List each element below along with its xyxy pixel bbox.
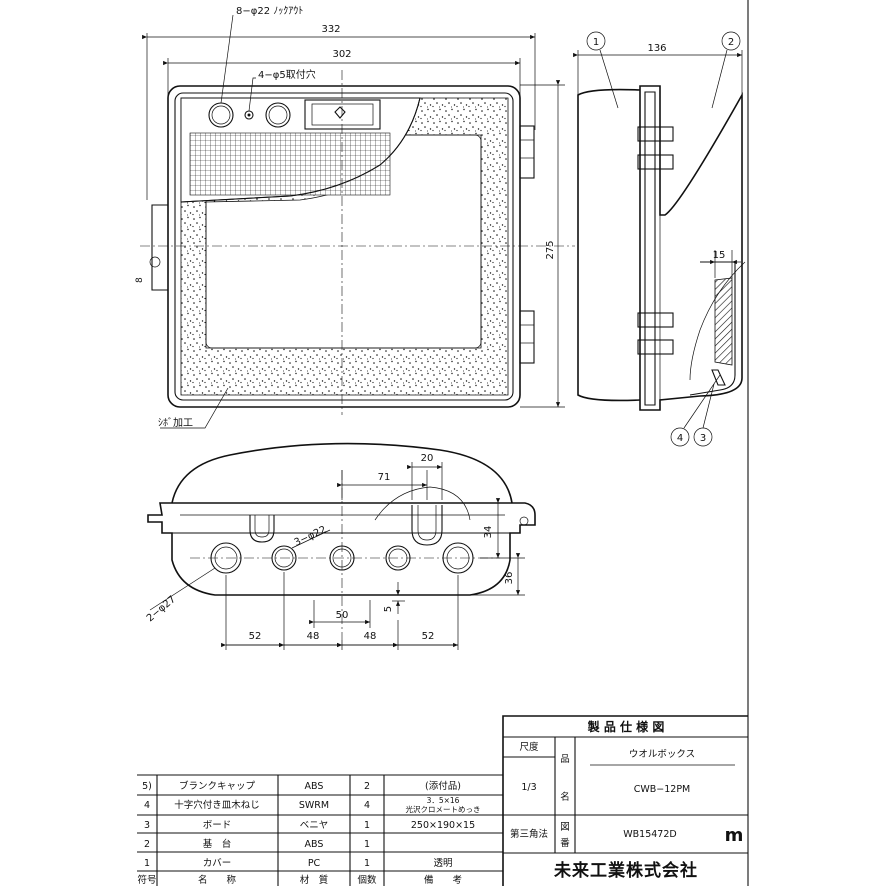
company-name: 未来工業株式会社 [553, 860, 698, 881]
row1-name: カバー [203, 858, 232, 869]
parts-table: 符号 名 称 材 質 個数 備 考 5) ブランクキャップ ABS 2 (添付品… [137, 774, 503, 886]
balloon-4: 4 [677, 433, 683, 444]
row3-qty: 1 [364, 820, 370, 831]
balloon-3: 3 [700, 433, 706, 444]
title-block: 製 品 仕 様 図 尺度 1/3 品 名 ウオルボックス CWB−12PM 第三… [502, 0, 749, 886]
front-view: 332 302 275 8 [135, 5, 575, 429]
table-row: 3 ボード ベニヤ 1 250×190×15 [144, 820, 475, 831]
row1-notes: 透明 [433, 858, 452, 869]
table-row: 4 十字穴付き皿木ねじ SWRM 4 3．5×16 光沢クロメートめっき [144, 796, 481, 814]
row1-code: 1 [144, 858, 150, 869]
row1-material: PC [308, 858, 321, 869]
row1-qty: 1 [364, 858, 370, 869]
balloon-1: 1 [593, 37, 599, 48]
texture-label: ｼﾎﾞ加工 [158, 417, 193, 429]
scale-label: 尺度 [519, 741, 539, 753]
row5-code: 5) [142, 781, 152, 792]
product-label-1: 品 [560, 754, 570, 765]
row5-notes: (添付品) [425, 781, 461, 792]
dim-spacing-2: 48 [307, 631, 320, 642]
row5-qty: 2 [364, 781, 370, 792]
dim-spacing-1: 52 [249, 631, 262, 642]
drawing-no: WB15472D [623, 829, 676, 840]
dim-20: 20 [421, 453, 434, 464]
product-label-2: 名 [560, 791, 570, 803]
dim-spacing-4: 52 [422, 631, 435, 642]
balloon-2: 2 [728, 37, 734, 48]
dim-71: 71 [378, 472, 391, 483]
dim-width-inner: 302 [332, 49, 351, 60]
dim-height: 275 [545, 240, 556, 259]
dim-34: 34 [483, 526, 494, 539]
dim-side-15: 15 [713, 250, 726, 261]
projection-label: 第三角法 [510, 828, 548, 840]
row4-notes: 3．5×16 [427, 796, 460, 805]
row3-material: ベニヤ [300, 820, 329, 831]
drawing-no-label-2: 番 [560, 837, 570, 849]
parts-header-code: 符号 [137, 874, 156, 886]
scale-value: 1/3 [521, 782, 536, 793]
row3-notes: 250×190×15 [411, 820, 475, 831]
side-view: 136 15 1 2 3 4 [573, 31, 746, 447]
bottom-view: 71 20 34 36 50 5 52 48 [145, 442, 536, 650]
row2-code: 2 [144, 839, 150, 850]
table-row: 1 カバー PC 1 透明 [144, 858, 453, 869]
table-row: 2 基 台 ABS 1 [144, 838, 370, 850]
dim-width-outer: 332 [321, 24, 340, 35]
dim-5: 5 [383, 606, 394, 612]
row4-name: 十字穴付き皿木ねじ [174, 799, 260, 811]
product-name: ウオルボックス [629, 749, 695, 760]
model-code: CWB−12PM [634, 784, 691, 795]
dim-spacing-3: 48 [364, 631, 377, 642]
knockout-label: 8−φ22 ﾉｯｸｱｳﾄ [236, 5, 303, 17]
row5-name: ブランクキャップ [179, 780, 256, 792]
parts-header-material: 材 質 [300, 874, 329, 886]
row3-name: ボード [203, 820, 232, 831]
hole-small-label: 3−φ22 [293, 524, 329, 548]
row4-qty: 4 [364, 800, 370, 811]
row4-notes-2: 光沢クロメートめっき [406, 804, 481, 814]
parts-header-name: 名 称 [198, 874, 237, 886]
row2-material: ABS [305, 839, 324, 850]
hole-large-label: 2−φ27 [145, 594, 178, 624]
table-row: 5) ブランクキャップ ABS 2 (添付品) [142, 780, 461, 792]
drawing-no-label-1: 図 [560, 822, 570, 833]
mount-hole-label: 4−φ5取付穴 [258, 68, 316, 81]
dim-36: 36 [504, 572, 515, 585]
logo-mark: m [725, 825, 744, 846]
dim-50: 50 [336, 610, 349, 621]
row4-material: SWRM [299, 800, 329, 811]
row2-qty: 1 [364, 839, 370, 850]
dim-depth: 136 [647, 43, 666, 54]
row4-code: 4 [144, 800, 150, 811]
parts-header-qty: 個数 [357, 874, 377, 886]
parts-header-notes: 備 考 [424, 874, 462, 886]
row2-name: 基 台 [203, 838, 232, 850]
row3-code: 3 [144, 820, 150, 831]
title-heading: 製 品 仕 様 図 [587, 719, 665, 734]
dim-small-8: 8 [135, 277, 145, 283]
row5-material: ABS [305, 781, 324, 792]
